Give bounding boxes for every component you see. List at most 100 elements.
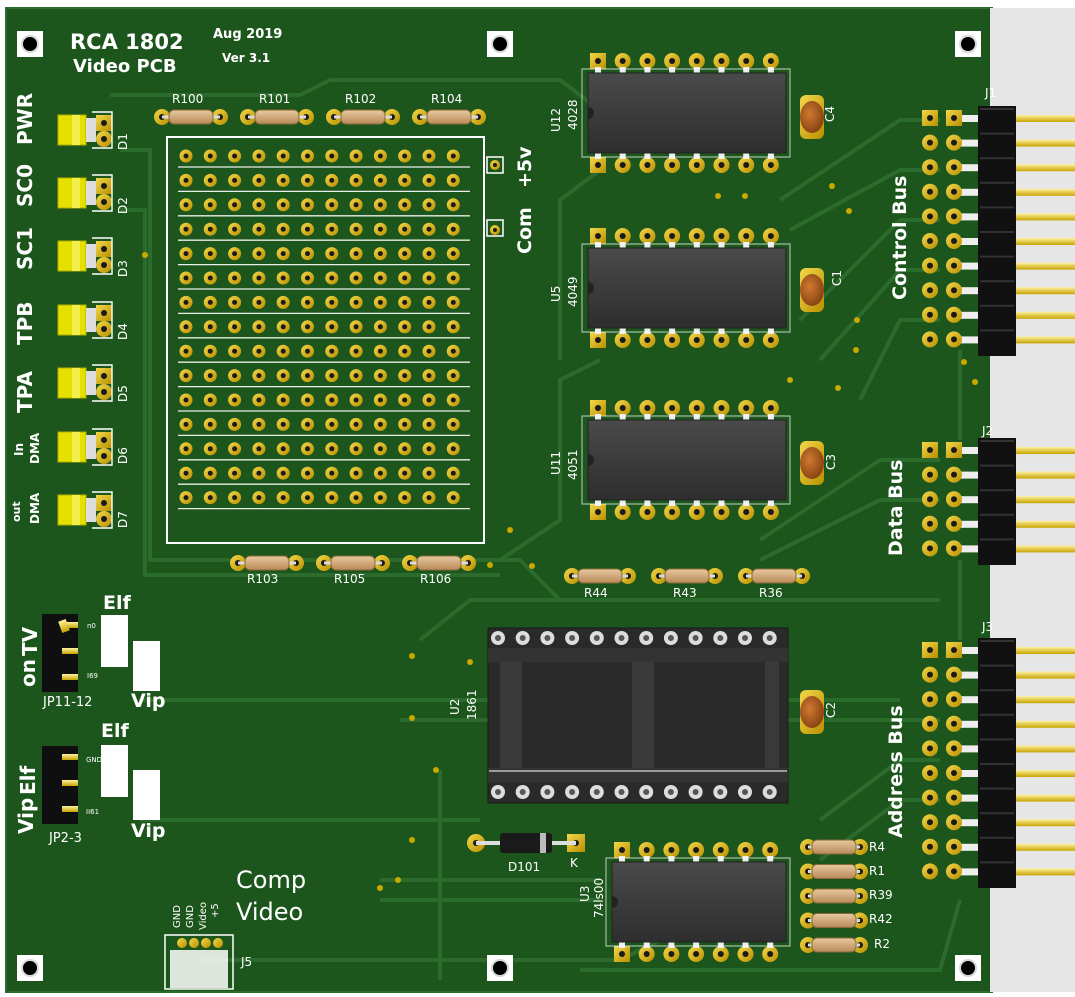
proto-hole bbox=[305, 299, 310, 305]
ic-outline bbox=[581, 243, 791, 333]
pad-hole bbox=[951, 139, 957, 146]
pad-hole bbox=[101, 326, 107, 332]
proto-hole bbox=[353, 299, 359, 305]
ic-pin bbox=[595, 242, 601, 250]
resistor-r2 bbox=[800, 937, 868, 953]
led-d7 bbox=[57, 491, 113, 529]
led-outline bbox=[92, 491, 113, 529]
pad-hole bbox=[767, 951, 774, 957]
pad-hole bbox=[595, 337, 601, 343]
header-pin-inner bbox=[952, 496, 978, 504]
chip-part-u5: 4049 bbox=[566, 276, 580, 307]
pad-hole bbox=[927, 647, 933, 653]
pad-hole bbox=[101, 373, 107, 379]
pad-hole bbox=[951, 745, 957, 752]
proto-hole bbox=[426, 226, 432, 232]
pad-hole bbox=[951, 115, 957, 121]
pad-hole bbox=[595, 233, 601, 239]
header-pin-inner bbox=[952, 696, 978, 704]
proto-hole bbox=[329, 495, 335, 501]
proto-hole bbox=[207, 348, 213, 354]
pad-hole bbox=[644, 509, 651, 515]
resistor-row-middle bbox=[230, 555, 476, 571]
proto-hole bbox=[329, 324, 335, 330]
led-ref-d3: D3 bbox=[116, 260, 130, 277]
proto-hole bbox=[377, 324, 383, 330]
proto-hole bbox=[305, 446, 310, 452]
pad-hole bbox=[767, 337, 774, 343]
header-pin bbox=[1016, 843, 1075, 851]
header-pin bbox=[1016, 213, 1075, 221]
res-label-r36: R36 bbox=[759, 586, 783, 600]
led-ref-d7: D7 bbox=[116, 511, 130, 528]
proto-hole bbox=[232, 446, 238, 452]
ic-u3 bbox=[605, 842, 791, 962]
header-pin bbox=[1016, 647, 1075, 654]
jumper-option-vip-1: Vip bbox=[131, 690, 166, 712]
jumper-jp2-3 bbox=[42, 745, 160, 824]
socket-pin-hole bbox=[495, 635, 501, 641]
mounting-hole bbox=[487, 955, 513, 981]
ic-pin bbox=[595, 498, 601, 506]
connector-ref-j1: J1 bbox=[985, 86, 997, 100]
proto-hole bbox=[280, 470, 286, 476]
resistor-body bbox=[426, 109, 472, 125]
pad-hole bbox=[951, 770, 957, 776]
ic-pin bbox=[767, 242, 774, 250]
led-outline bbox=[92, 364, 113, 402]
proto-hole bbox=[183, 202, 189, 208]
proto-hole bbox=[207, 226, 213, 232]
ic-pin bbox=[767, 498, 774, 506]
proto-hole bbox=[232, 177, 238, 183]
ic-u11 bbox=[581, 400, 791, 520]
pad-hole bbox=[101, 246, 107, 252]
proto-hole bbox=[450, 226, 456, 232]
cap-body bbox=[800, 101, 824, 133]
pad-hole bbox=[619, 951, 625, 957]
pad-hole bbox=[951, 238, 957, 244]
pad-hole bbox=[927, 545, 933, 552]
header-divider bbox=[980, 489, 1014, 492]
socket-pin-hole bbox=[569, 635, 576, 641]
pad-hole bbox=[101, 262, 107, 268]
board-version: Ver 3.1 bbox=[222, 51, 271, 65]
proto-hole bbox=[232, 299, 238, 305]
resistor-body bbox=[577, 568, 623, 584]
proto-hole bbox=[232, 324, 238, 330]
header-divider bbox=[980, 713, 1014, 716]
proto-hole bbox=[353, 495, 359, 501]
ic-pin bbox=[619, 856, 625, 864]
header-pin bbox=[1016, 545, 1075, 553]
capacitors bbox=[800, 95, 824, 734]
resistor-body bbox=[168, 109, 214, 125]
res-label-r106: R106 bbox=[420, 572, 452, 586]
res-label-r43: R43 bbox=[673, 586, 697, 600]
led-highlight bbox=[72, 241, 80, 271]
resistor-body bbox=[254, 109, 300, 125]
proto-hole bbox=[353, 202, 359, 208]
video-label-comp: Comp bbox=[236, 866, 307, 894]
pad-hole bbox=[927, 471, 933, 478]
header-pin-inner bbox=[952, 647, 978, 654]
pad-hole bbox=[951, 843, 957, 850]
pad-hole bbox=[101, 199, 107, 205]
cap-body bbox=[800, 696, 824, 728]
pad-hole bbox=[927, 794, 933, 801]
proto-hole bbox=[377, 348, 383, 354]
ic-pin bbox=[767, 151, 774, 159]
header-pin-inner bbox=[952, 720, 978, 728]
pad-hole bbox=[643, 951, 650, 957]
proto-hole bbox=[232, 275, 238, 281]
res-label-r105: R105 bbox=[334, 572, 366, 586]
proto-hole bbox=[256, 373, 262, 379]
proto-hole bbox=[280, 275, 286, 281]
proto-hole bbox=[183, 397, 189, 403]
proto-hole bbox=[450, 324, 456, 330]
proto-hole bbox=[426, 421, 432, 427]
header-pin-inner bbox=[952, 447, 978, 454]
proto-hole bbox=[377, 446, 383, 452]
chip-part-u2: 1861 bbox=[465, 689, 479, 720]
proto-hole bbox=[329, 397, 335, 403]
resistor-body bbox=[811, 864, 857, 879]
socket-pin-hole bbox=[717, 789, 724, 795]
